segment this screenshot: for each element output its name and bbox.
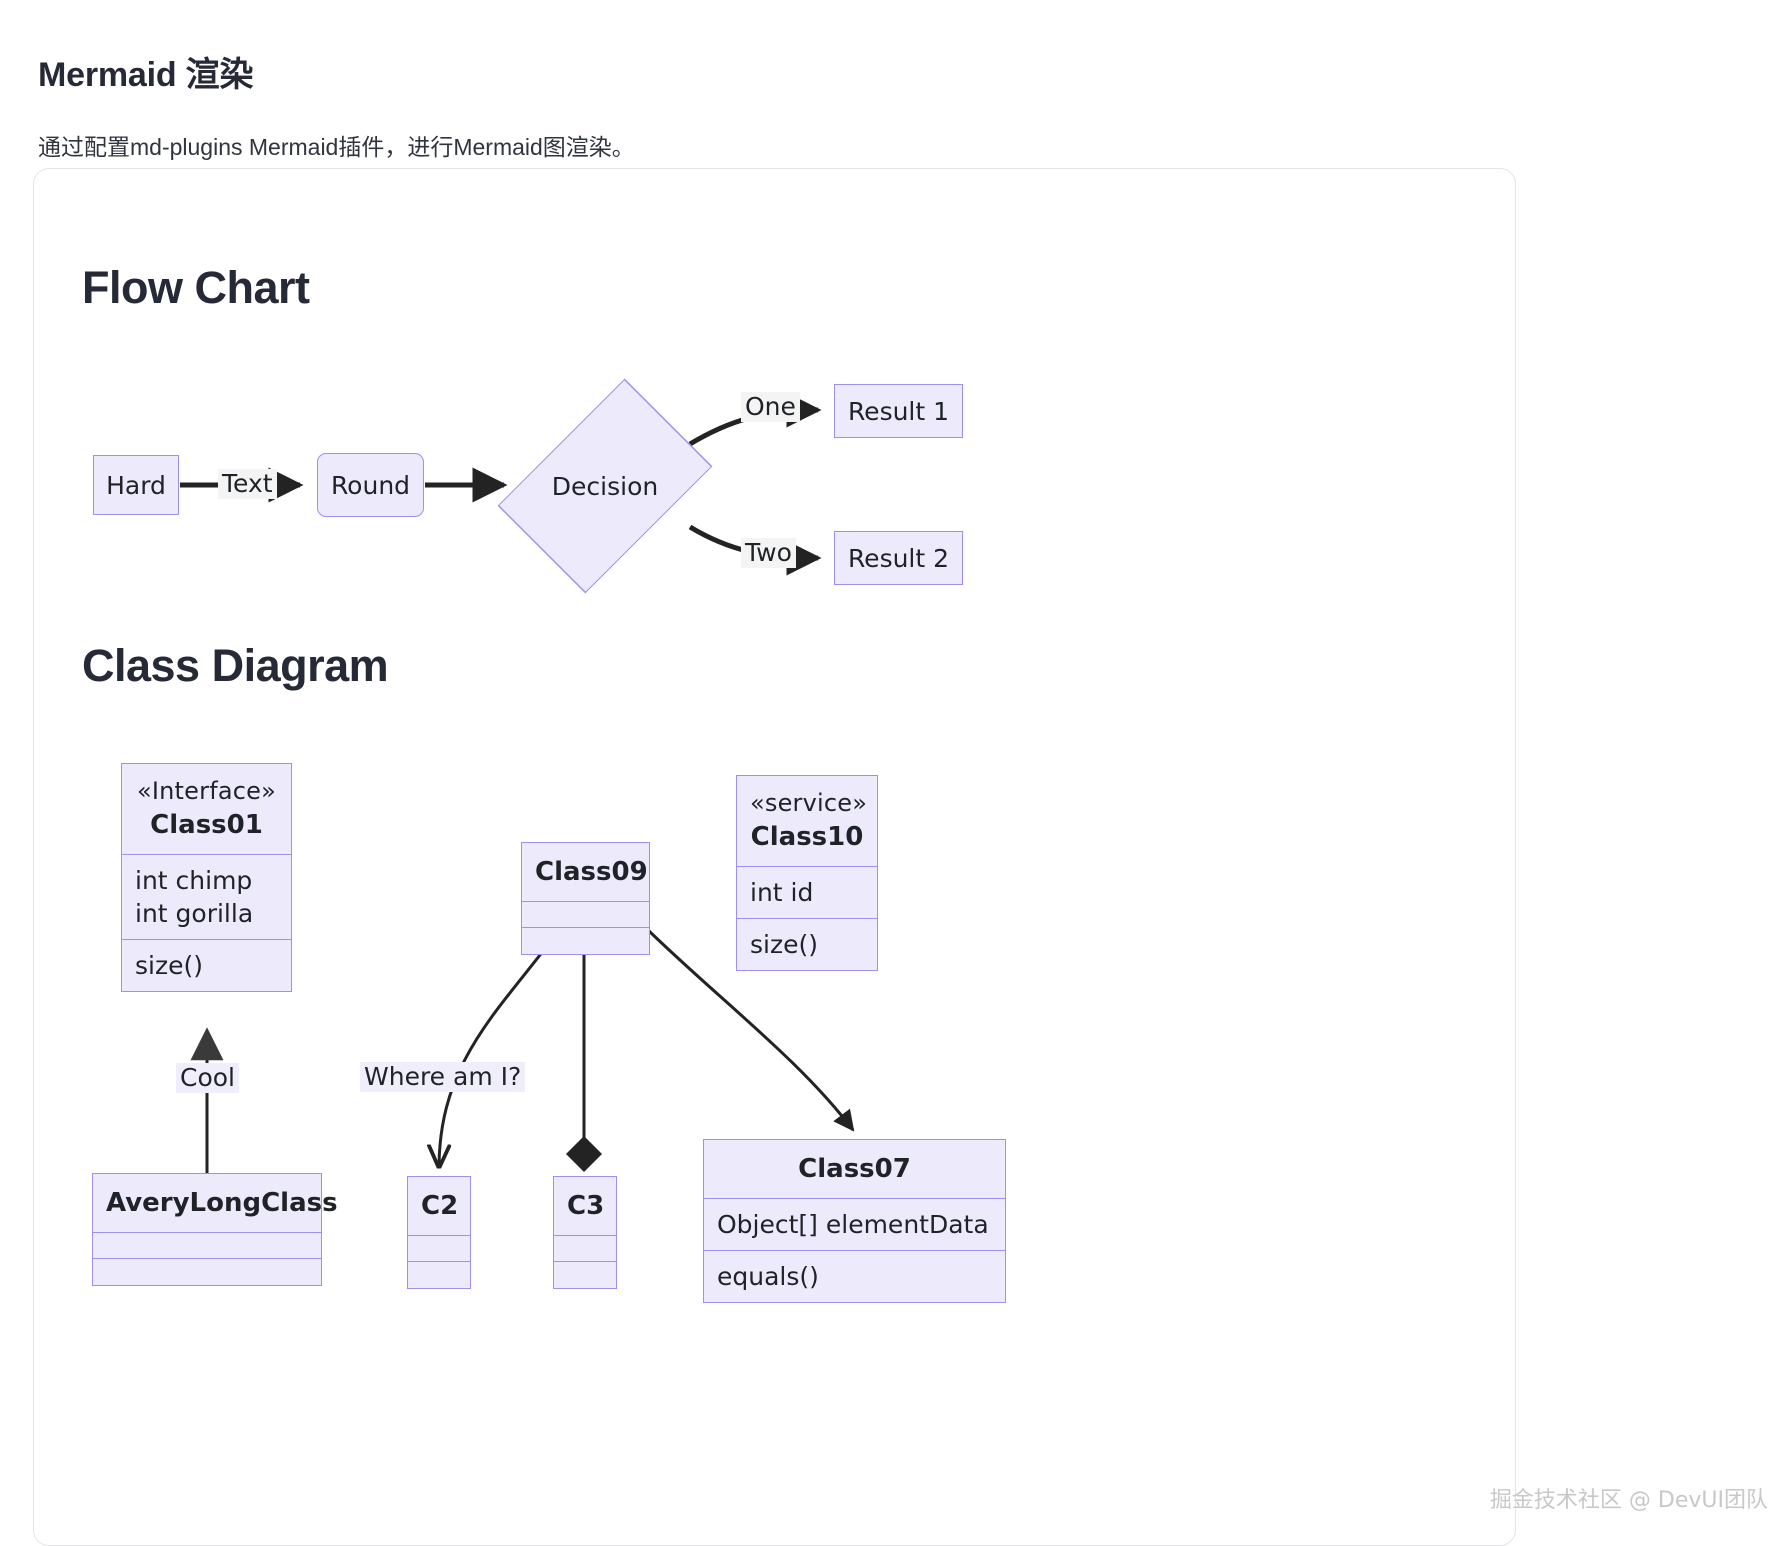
class-box-class10-name: Class10	[750, 821, 864, 852]
class-box-c2[interactable]: C2	[407, 1176, 471, 1290]
page-description: 通过配置md-plugins Mermaid插件，进行Mermaid图渲染。	[38, 134, 635, 160]
class-box-c2-attributes	[408, 1236, 470, 1263]
class-box-class10[interactable]: «service» Class10 int id size()	[736, 775, 878, 971]
class-box-c2-name: C2	[421, 1191, 459, 1221]
class-box-class01[interactable]: «Interface» Class01 int chimp int gorill…	[121, 763, 292, 992]
class-box-c3[interactable]: C3	[553, 1176, 617, 1290]
class-box-class01-attributes: int chimp int gorilla	[122, 855, 291, 940]
class-box-class10-attributes: int id	[737, 867, 877, 919]
watermark: 掘金技术社区 @ DevUI团队	[1489, 1488, 1768, 1513]
flow-node-result1[interactable]: Result 1	[834, 384, 963, 438]
flow-node-result2[interactable]: Result 2	[834, 531, 963, 585]
class-diagram-heading: Class Diagram	[82, 640, 389, 691]
edge-label-two: Two	[741, 538, 796, 568]
relation-label-cool: Cool	[176, 1063, 239, 1093]
class-attribute: int chimp	[135, 865, 253, 895]
class-box-c3-header: C3	[554, 1177, 616, 1237]
flow-node-decision-label: Decision	[551, 471, 659, 501]
flow-node-hard[interactable]: Hard	[93, 455, 179, 515]
flow-node-hard-label: Hard	[106, 470, 166, 500]
class-attribute: int gorilla	[135, 898, 254, 928]
relation-label-where-am-i: Where am I?	[360, 1062, 526, 1092]
class-method: equals()	[717, 1262, 819, 1292]
class-box-averylongclass[interactable]: AveryLongClass	[92, 1173, 338, 1287]
flow-node-result2-label: Result 2	[847, 543, 950, 573]
class-box-class10-header: «service» Class10	[737, 776, 877, 867]
class-box-c3-name: C3	[567, 1191, 605, 1221]
class-box-class10-methods: size()	[737, 919, 877, 970]
edge-label-one: One	[741, 392, 800, 422]
class-box-class01-header: «Interface» Class01	[122, 764, 291, 855]
class-box-c3-attributes	[554, 1236, 616, 1263]
class-box-class09-header: Class09	[522, 843, 649, 903]
class-attribute: int id	[750, 877, 814, 907]
class-box-class10-stereotype: «service»	[750, 789, 868, 817]
class-method: size()	[750, 929, 818, 959]
class-box-class01-methods: size()	[122, 940, 291, 991]
class-box-class07-attributes: Object[] elementData	[704, 1199, 1005, 1252]
class-box-class07-name: Class07	[798, 1154, 911, 1184]
class-box-c2-methods	[408, 1262, 470, 1288]
class-box-class09-attributes	[522, 902, 649, 929]
class-box-averylongclass-header: AveryLongClass	[93, 1174, 338, 1234]
class-attribute: Object[] elementData	[717, 1210, 989, 1240]
class-box-class09-name: Class09	[535, 857, 648, 887]
class-box-class09-methods	[522, 928, 649, 954]
class-box-class07[interactable]: Class07 Object[] elementData equals()	[703, 1139, 1006, 1304]
class-method: size()	[135, 950, 203, 980]
flow-node-result1-label: Result 1	[847, 396, 950, 426]
class-box-class07-methods: equals()	[704, 1251, 1005, 1302]
page-title: Mermaid 渲染	[38, 55, 254, 94]
class-box-class09[interactable]: Class09	[521, 842, 650, 956]
flow-chart-heading: Flow Chart	[82, 262, 310, 313]
flow-node-decision[interactable]: Decision	[497, 362, 713, 610]
class-box-class01-stereotype: «Interface»	[136, 777, 277, 805]
flow-node-round[interactable]: Round	[317, 453, 424, 517]
class-box-averylongclass-methods	[93, 1259, 321, 1285]
class-box-c3-methods	[554, 1262, 616, 1288]
edge-label-text: Text	[218, 469, 277, 499]
class-box-averylongclass-name: AveryLongClass	[106, 1188, 338, 1218]
class-box-averylongclass-attributes	[93, 1233, 321, 1260]
class-box-c2-header: C2	[408, 1177, 470, 1237]
flow-node-round-label: Round	[330, 470, 411, 500]
class-box-class07-header: Class07	[704, 1140, 1005, 1200]
class-box-class01-name: Class01	[150, 809, 263, 840]
